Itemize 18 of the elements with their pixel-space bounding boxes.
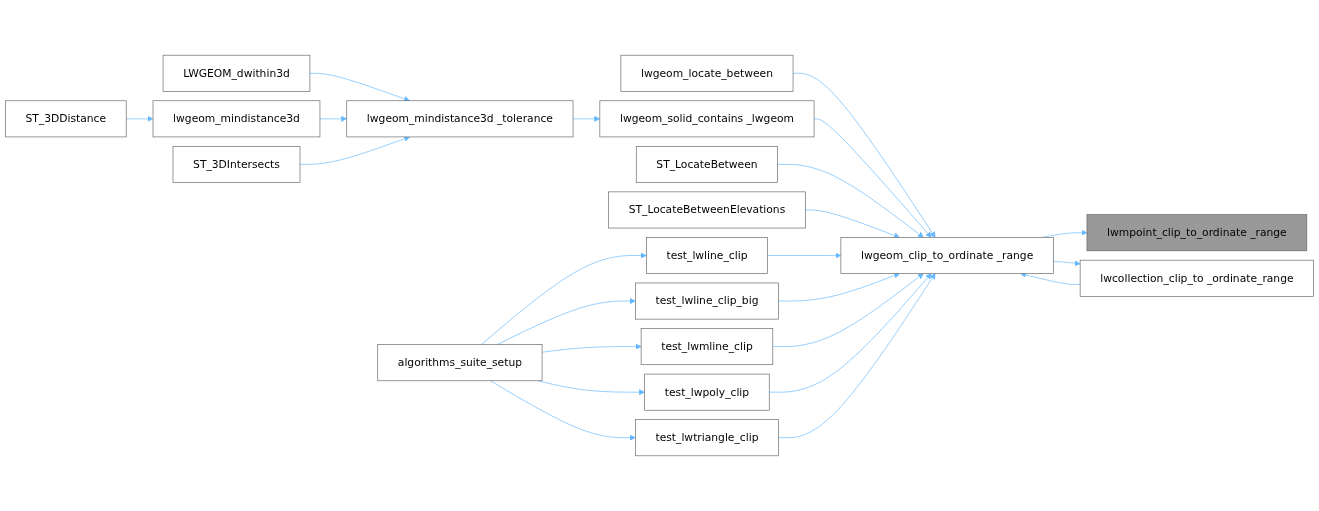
node-box: lwgeom_clip_to_ordinate _range: [840, 237, 1054, 274]
node-box: test_lwpoly_clip: [644, 373, 770, 411]
node-box: LWGEOM_dwithin3d: [162, 54, 311, 92]
node-box: ST_LocateBetween: [635, 145, 778, 183]
node-box: lwgeom_solid_contains _lwgeom: [599, 100, 815, 138]
node-box: lwgeom_mindistance3d: [152, 100, 321, 138]
node-box: test_lwtriangle_clip: [635, 419, 779, 457]
node-box: test_lwline_clip: [646, 237, 768, 274]
node-box: lwgeom_locate_between: [620, 54, 794, 92]
node-box: lwgeom_mindistance3d _tolerance: [346, 100, 574, 138]
node-box: algorithms_suite_setup: [377, 344, 543, 382]
node-box: lwcollection_clip_to _ordinate_range: [1079, 259, 1314, 297]
node-box: ST_LocateBetweenElevations: [608, 191, 806, 229]
node-box: test_lwline_clip_big: [635, 282, 779, 320]
node-box: ST_3DDistance: [5, 100, 127, 138]
node-box: lwmpoint_clip_to_ordinate _range: [1086, 214, 1308, 252]
node-box: ST_3DIntersects: [172, 145, 301, 183]
node-box: test_lwmline_clip: [640, 328, 774, 366]
